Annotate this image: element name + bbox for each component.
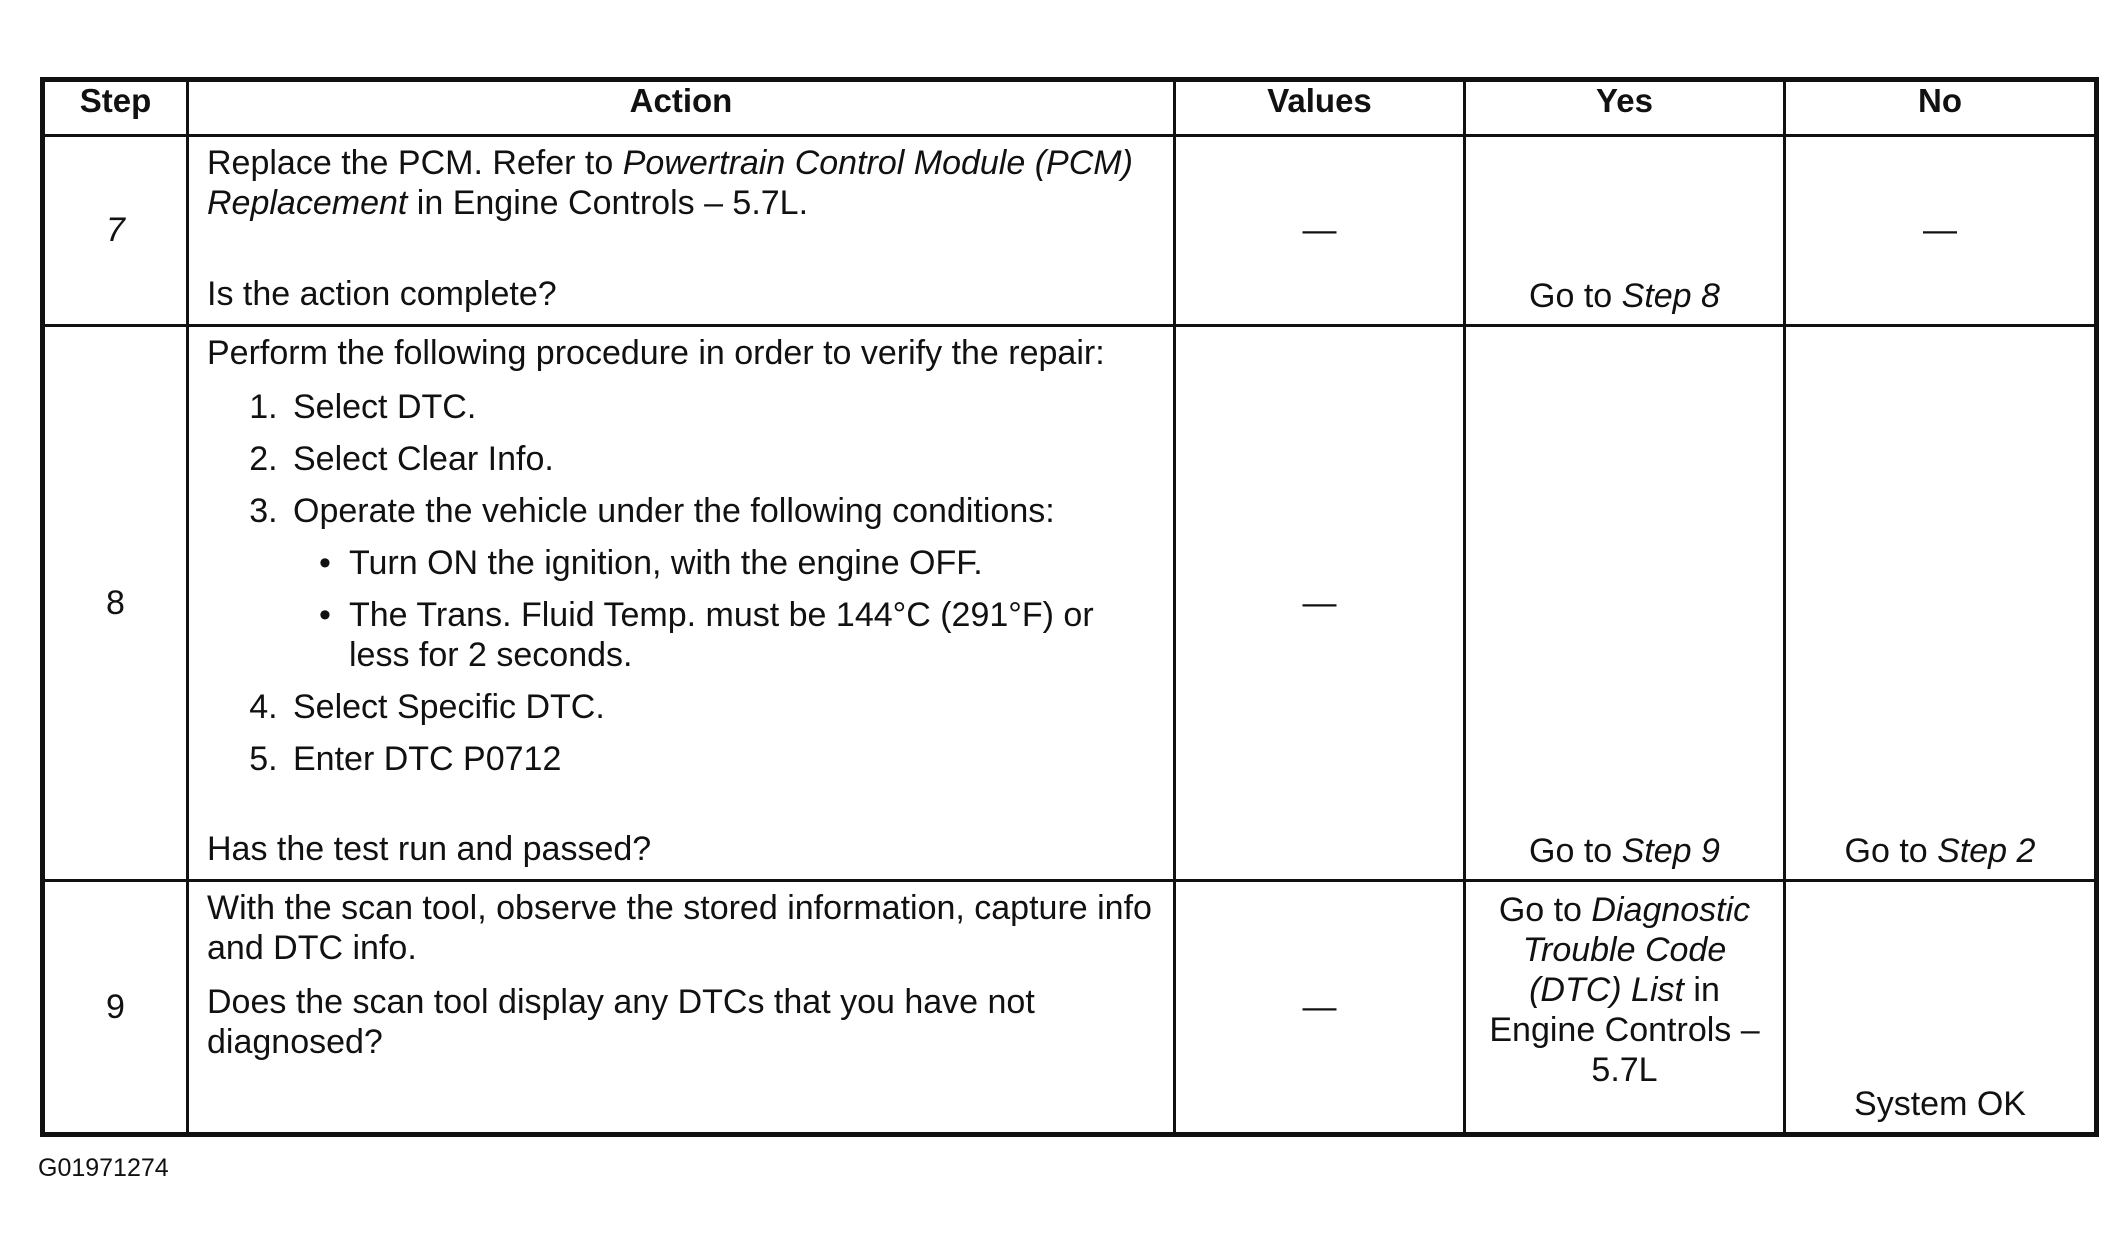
list-item: Turn ON the ignition, with the engine OF… — [319, 543, 1157, 583]
no-cell: Go to Step 2 — [1783, 324, 2098, 882]
action-cell: With the scan tool, observe the stored i… — [186, 879, 1176, 1136]
action-text: With the scan tool, observe the stored i… — [207, 889, 1152, 967]
list-item: Enter DTC P0712 — [287, 739, 1157, 779]
goto-step-link[interactable]: Step 2 — [1937, 832, 2036, 870]
header-row: Step Action Values Yes No — [41, 78, 2098, 137]
list-item: Operate the vehicle under the following … — [287, 491, 1157, 675]
list-item: Select Clear Info. — [287, 439, 1157, 479]
goto-step-link[interactable]: Step 8 — [1621, 277, 1720, 315]
no-cell: System OK — [1783, 879, 2098, 1136]
header-no: No — [1783, 78, 2098, 137]
dtc-list-link[interactable]: Diagnostic Trouble Code (DTC) List — [1522, 891, 1751, 1009]
table-row-step-9: 9 With the scan tool, observe the stored… — [41, 879, 2098, 1136]
reference-link[interactable]: Powertrain Control Module (PCM) Replacem… — [207, 144, 1133, 222]
table-row-step-7: 7 Replace the PCM. Refer to Powertrain C… — [41, 134, 2098, 327]
action-text: Replace the PCM. Refer to Powertrain Con… — [207, 144, 1133, 222]
procedure-list: Select DTC. Select Clear Info. Operate t… — [207, 387, 1157, 779]
header-values: Values — [1173, 78, 1466, 137]
step-number: 9 — [41, 879, 189, 1136]
diagnostic-table: Step Action Values Yes No 7 Replace the … — [40, 77, 2099, 1137]
step-number: 7 — [41, 134, 189, 327]
yes-cell: Go to Step 9 — [1463, 324, 1786, 882]
action-question: Is the action complete? — [207, 275, 557, 313]
figure-id: G01971274 — [38, 1154, 169, 1182]
yes-cell: Go to Diagnostic Trouble Code (DTC) List… — [1463, 879, 1786, 1136]
list-item: Select DTC. — [287, 387, 1157, 427]
values-cell: — — [1173, 879, 1466, 1136]
step-number: 8 — [41, 324, 189, 882]
header-action: Action — [186, 78, 1176, 137]
table-row-step-8: 8 Perform the following procedure in ord… — [41, 324, 2098, 882]
condition-list: Turn ON the ignition, with the engine OF… — [293, 543, 1157, 675]
list-item: Select Specific DTC. — [287, 687, 1157, 727]
header-yes: Yes — [1463, 78, 1786, 137]
list-item: The Trans. Fluid Temp. must be 144°C (29… — [319, 595, 1157, 675]
action-cell: Replace the PCM. Refer to Powertrain Con… — [186, 134, 1176, 327]
header-step: Step — [41, 78, 189, 137]
action-cell: Perform the following procedure in order… — [186, 324, 1176, 882]
action-question: Has the test run and passed? — [207, 830, 652, 868]
goto-step-link[interactable]: Step 9 — [1621, 832, 1720, 870]
action-question: Does the scan tool display any DTCs that… — [207, 983, 1035, 1061]
action-intro: Perform the following procedure in order… — [207, 334, 1105, 372]
values-cell: — — [1173, 324, 1466, 882]
no-cell: — — [1783, 134, 2098, 327]
yes-cell: Go to Step 8 — [1463, 134, 1786, 327]
values-cell: — — [1173, 134, 1466, 327]
